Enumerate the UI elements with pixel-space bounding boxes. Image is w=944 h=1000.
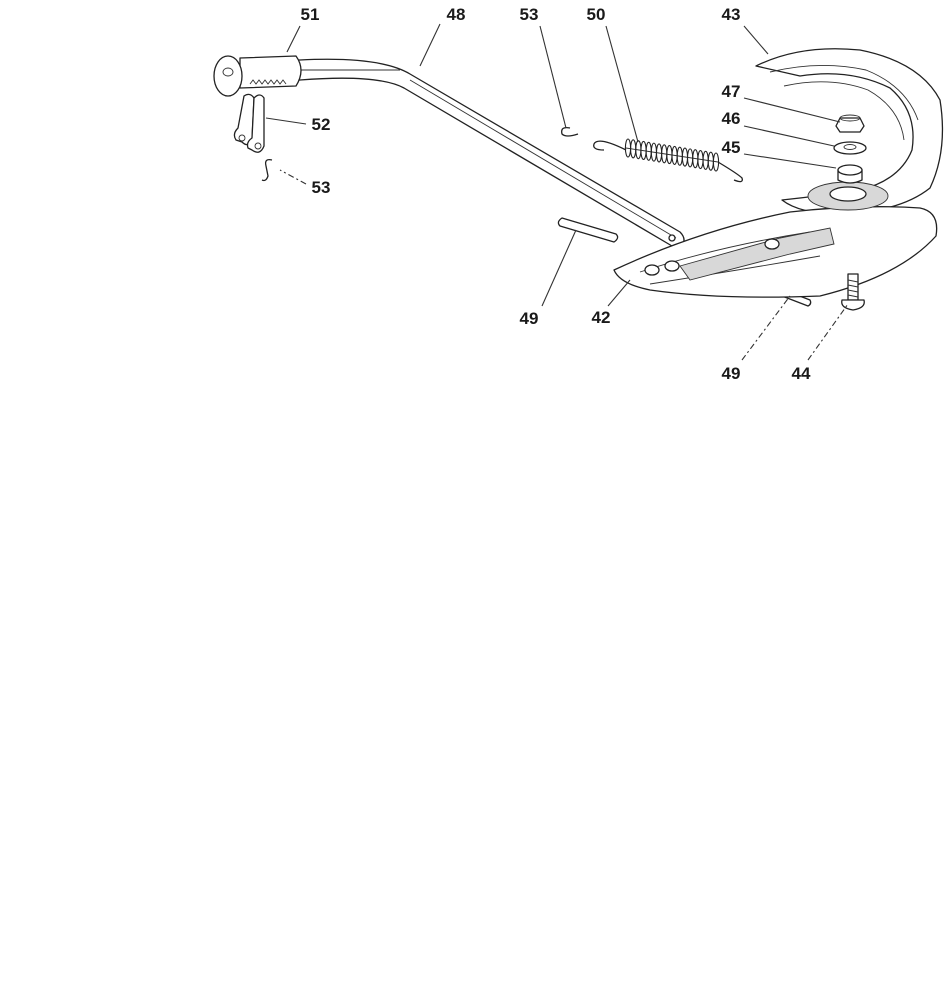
leader-lines: [265, 23, 849, 361]
callout-45: 45: [722, 138, 741, 157]
callout-52: 52: [312, 115, 331, 134]
callout-51: 51: [301, 5, 320, 24]
callout-50: 50: [587, 5, 606, 24]
callout-42: 42: [592, 308, 611, 327]
linkage-plates-part: [233, 93, 265, 153]
nut-part: [835, 114, 865, 133]
callout-48: 48: [447, 5, 466, 24]
callout-46: 46: [722, 109, 741, 128]
lever-rod-part: [257, 58, 685, 249]
washer-part: [833, 141, 867, 155]
callout-49-left: 49: [520, 309, 539, 328]
callout-53-lower: 53: [312, 178, 331, 197]
callout-44: 44: [792, 364, 811, 383]
pin-upper-part: [557, 217, 619, 243]
callout-43: 43: [722, 5, 741, 24]
hairpin-clip-right-part: [561, 126, 579, 137]
callout-47: 47: [722, 82, 741, 101]
handle-grip-part: [213, 55, 302, 97]
spacer-part: [837, 164, 863, 184]
hairpin-clip-left-part: [261, 158, 273, 182]
callout-53-upper: 53: [520, 5, 539, 24]
bolt-part: [841, 273, 865, 311]
callout-49-right: 49: [722, 364, 741, 383]
tension-spring-part: [593, 138, 743, 183]
